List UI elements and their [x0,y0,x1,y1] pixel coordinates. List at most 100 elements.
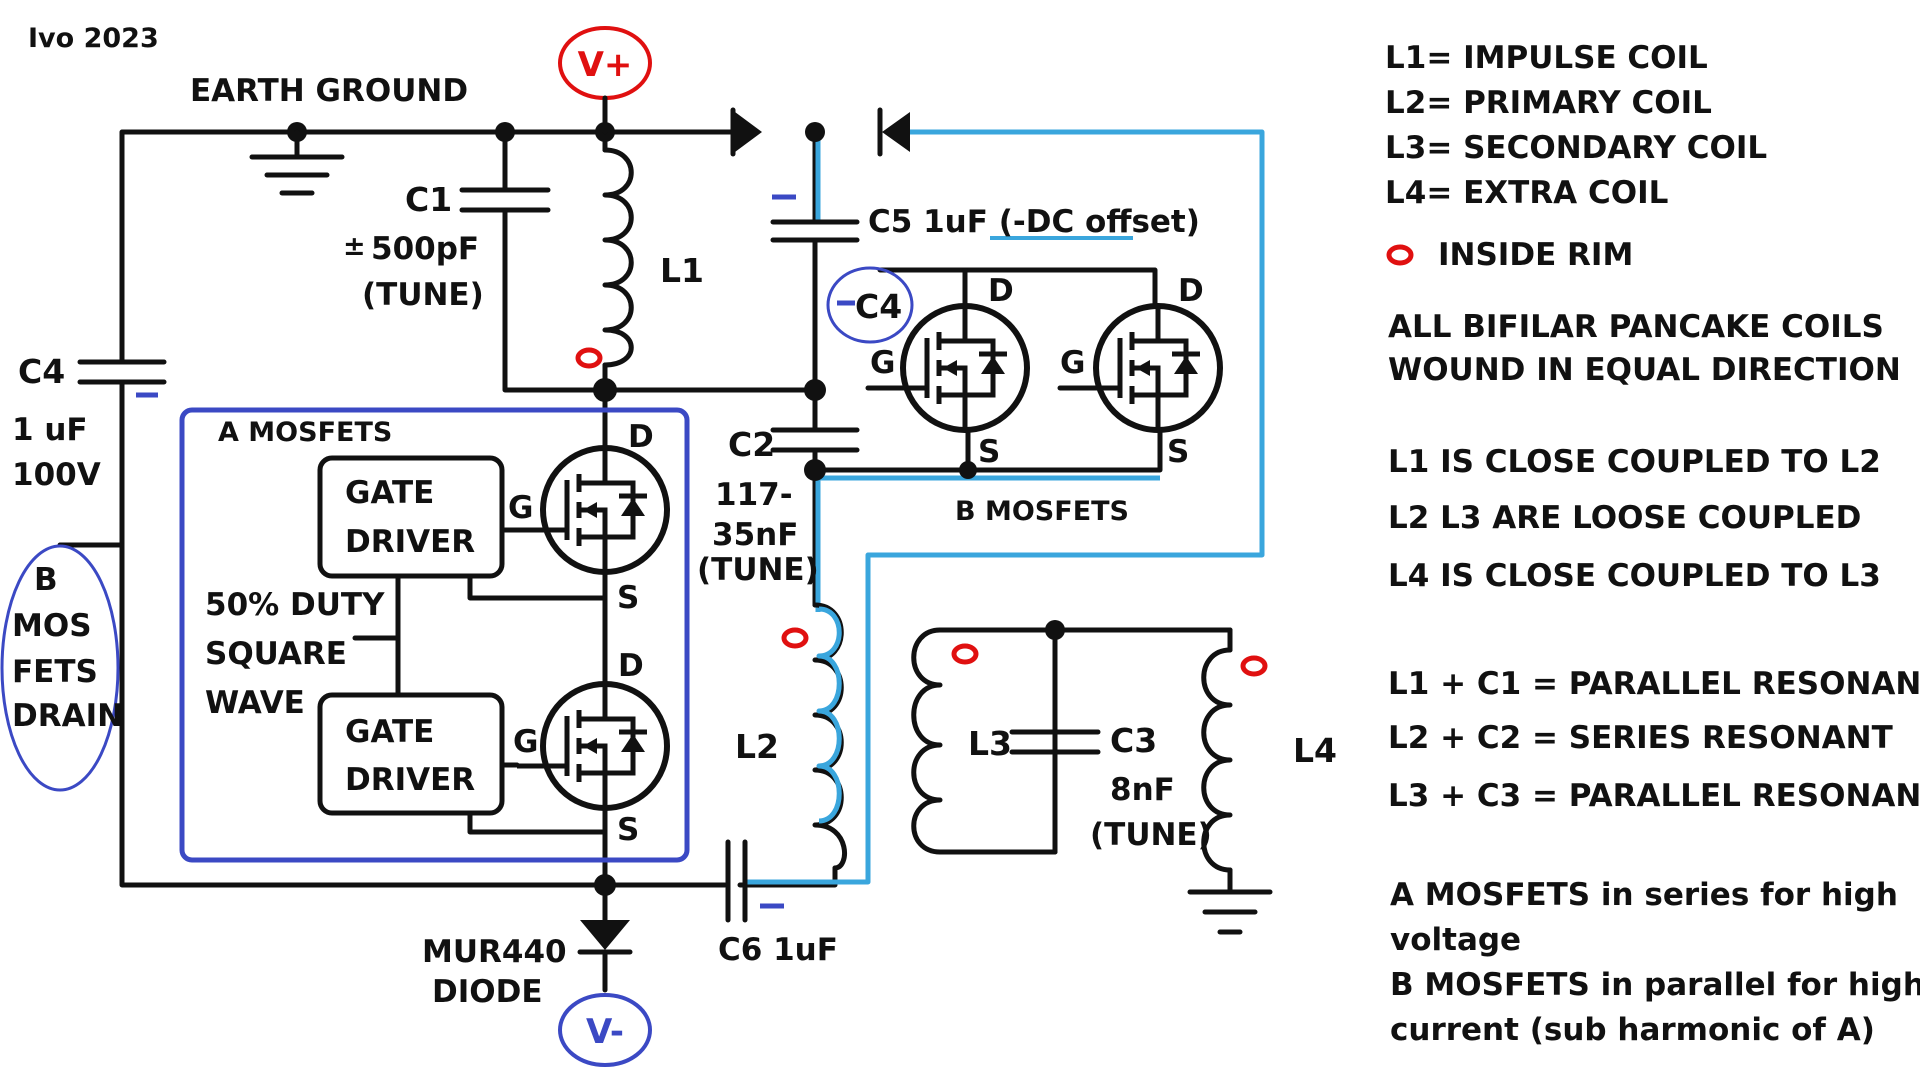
v-minus-label: V- [586,1012,624,1052]
legend-note-2: voltage [1390,922,1521,958]
a-mosfets-frame [179,407,690,863]
legend-resonance-2: L2 + C2 = SERIES RESONANT [1388,720,1893,756]
a-bottom-g: G [513,724,538,760]
c1-value: 500pF [371,231,479,267]
square-wave-line-2: SQUARE [205,636,347,672]
c1-tune: (TUNE) [362,277,484,313]
c1-label: C1 [405,180,452,219]
c2-value-3: (TUNE) [697,552,819,588]
l2-label: L2 [735,727,779,766]
legend-coil-4: L4= EXTRA COIL [1385,175,1668,211]
gate-driver-wiring [352,527,608,835]
square-wave-line-3: WAVE [205,685,305,721]
ground-symbol-right [1187,889,1273,935]
author-label: Ivo 2023 [28,23,159,54]
b-drain-line-4: DRAIN [12,698,123,734]
b1-s: S [978,434,1000,470]
b1-d: D [988,273,1014,309]
coil-l4 [1201,647,1233,873]
b2-s: S [1167,434,1189,470]
c4-right-label: C4 [855,287,902,326]
b-mosfets-label: B MOSFETS [955,496,1129,527]
gate-driver-1 [317,455,505,579]
blue-wire [745,129,1265,885]
v-plus-terminal: V+ [558,26,652,135]
a-top-g: G [508,490,533,526]
legend-note-1: A MOSFETS in series for high [1390,877,1898,913]
c1-sign: ± [343,231,366,262]
c6-label: C6 1uF [718,932,838,968]
diode-label-2: DIODE [432,974,543,1010]
legend-coupling-3: L4 IS CLOSE COUPLED TO L3 [1388,558,1881,594]
b1-g: G [870,345,895,381]
capacitor-c2 [770,427,860,453]
diode-label-1: MUR440 [422,934,567,970]
legend-coil-2: L2= PRIMARY COIL [1385,85,1712,121]
c3-value-2: (TUNE) [1090,817,1212,853]
c4-left-value2: 100V [12,457,101,493]
inside-rim-markers [575,244,1414,677]
b-mosfets-drain-oval [0,544,120,792]
legend-note-3: B MOSFETS in parallel for high [1390,967,1920,1003]
legend-resonance-1: L1 + C1 = PARALLEL RESONANT [1388,666,1920,702]
earth-ground-label: EARTH GROUND [190,73,468,109]
legend-bifilar-2: WOUND IN EQUAL DIRECTION [1388,352,1901,388]
a-top-d: D [628,419,654,455]
legend-inside-rim: INSIDE RIM [1438,237,1633,273]
a-top-s: S [617,580,639,616]
b-drain-line-3: FETS [12,654,98,690]
diode-mur440 [577,920,633,955]
c2-label: C2 [728,425,775,464]
c4-left-label: C4 [18,352,65,391]
mosfet-a-top [517,448,667,572]
coil-l1 [602,147,634,368]
l1-label: L1 [660,251,704,290]
gate-driver-2-line-2: DRIVER [345,762,475,798]
diode-top-1 [730,107,762,157]
legend-resonance-3: L3 + C3 = PARALLEL RESONANT [1388,778,1920,814]
legend-coil-3: L3= SECONDARY COIL [1385,130,1767,166]
earth-ground-symbol [249,129,345,196]
b2-d: D [1178,273,1204,309]
b-drain-line-2: MOS [12,608,92,644]
coil-l3 [911,627,943,855]
c5-label: C5 1uF (-DC offset) [868,204,1200,240]
gate-driver-2-line-1: GATE [345,714,434,750]
l3-label: L3 [968,724,1012,763]
b2-g: G [1060,345,1085,381]
coil-l2 [812,602,848,871]
a-bottom-d: D [618,648,644,684]
legend-bifilar-1: ALL BIFILAR PANCAKE COILS [1388,309,1884,345]
c3-value-1: 8nF [1110,772,1175,808]
gate-driver-1-line-2: DRIVER [345,524,475,560]
v-plus-label: V+ [578,45,633,85]
c3-label: C3 [1110,721,1157,760]
c2-value-2: 35nF [712,517,798,553]
diode-top-2 [877,107,910,157]
capacitor-c1 [459,187,551,213]
legend-coil-1: L1= IMPULSE COIL [1385,40,1708,76]
c4-left-value1: 1 uF [12,412,88,448]
legend-coupling-2: L2 L3 ARE LOOSE COUPLED [1388,500,1861,536]
capacitor-c5 [770,194,860,243]
a-mosfets-label: A MOSFETS [218,417,392,448]
mosfet-a-bottom [517,684,667,808]
legend-coupling-1: L1 IS CLOSE COUPLED TO L2 [1388,444,1881,480]
gate-driver-2 [317,692,505,816]
c2-value-1: 117- [715,477,793,513]
gate-driver-1-line-1: GATE [345,475,434,511]
c4-right-marker [826,266,914,344]
square-wave-line-1: 50% DUTY [205,587,385,623]
junction-dots [287,122,1065,896]
a-bottom-s: S [617,812,639,848]
legend-note-4: current (sub harmonic of A) [1390,1012,1875,1048]
capacitor-c4-left [77,299,167,398]
capacitor-c6 [725,839,784,923]
b-drain-line-1: B [34,562,58,598]
l4-label: L4 [1293,731,1337,770]
capacitor-c3 [1009,729,1101,755]
v-minus-terminal: V- [558,993,652,1067]
mosfet-b-2 [1070,306,1220,430]
legend: L1= IMPULSE COIL L2= PRIMARY COIL L3= SE… [1385,40,1920,1048]
